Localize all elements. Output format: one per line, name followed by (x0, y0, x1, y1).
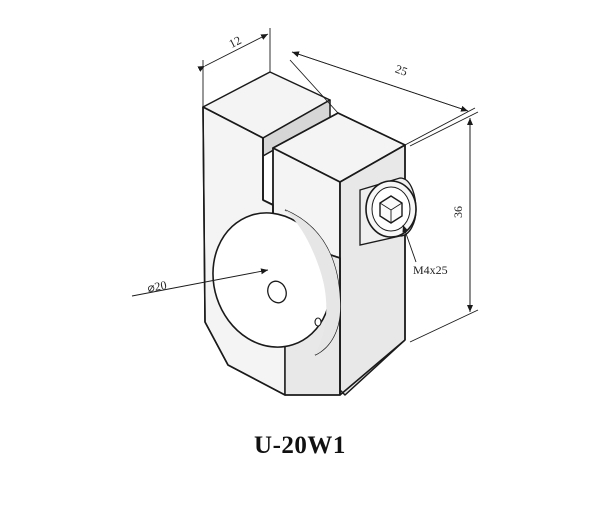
slot-bottom (262, 199, 274, 206)
bore-shading (285, 210, 341, 355)
dim-width-line (197, 33, 269, 72)
dim-bore-leader (131, 268, 269, 297)
dim-height-ext-top (409, 111, 479, 147)
chamfer-edge (204, 321, 229, 366)
cross-hole-small (314, 317, 322, 327)
dim-screw-leader (402, 224, 417, 263)
dim-width-label: 12 (227, 33, 244, 51)
cross-hole (267, 280, 287, 304)
dim-screw-label: M4x25 (413, 263, 448, 277)
dim-depth-ext-right (404, 107, 476, 146)
part-number-title: U-20W1 (254, 432, 346, 459)
dim-depth-label: 25 (393, 62, 409, 79)
socket-screw (359, 177, 417, 246)
dim-height-label: 36 (451, 206, 465, 218)
dim-bore-label: ⌀20 (146, 278, 167, 295)
clamp-body (202, 71, 406, 396)
dimensions: 12 25 36 ⌀20 M4x25 (131, 28, 479, 343)
dim-depth-line-rev (291, 51, 469, 112)
dim-depth-ext-left (289, 59, 339, 114)
bottom-edge (339, 339, 406, 396)
dim-height-ext-bottom (409, 309, 479, 343)
